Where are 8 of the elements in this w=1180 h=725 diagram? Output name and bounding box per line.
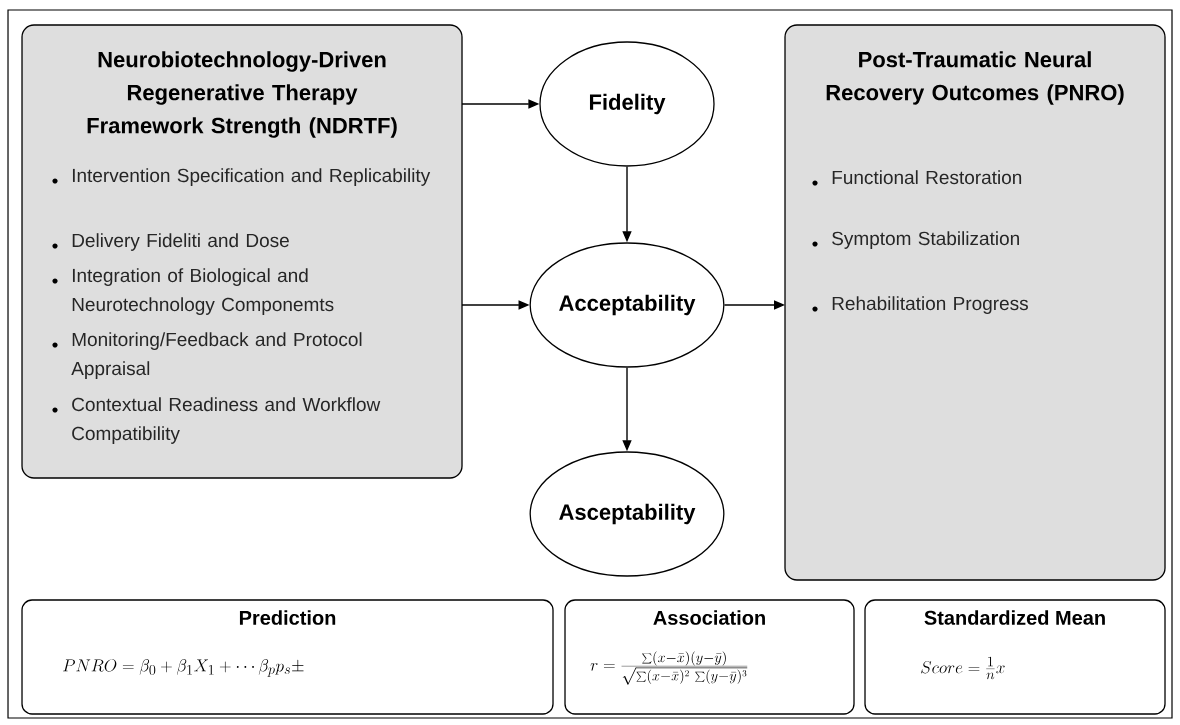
- formula-box: Prediction $PNRO = \beta_0 + \beta_1 X_1 + \cdots \beta_p p_s \pm$: [21, 599, 554, 715]
- formula-box: Standardized Mean $Score = \frac{1}{n}x$: [864, 599, 1166, 715]
- ellipse-node: Fidelity: [539, 41, 715, 167]
- ellipse-node: Acceptability: [529, 242, 725, 368]
- formula-box: Association $r = \frac{\sum(x-\bar{x})(y-\bar{y})}{\sqrt{\sum(x-\bar{x})^2\,\sum(y-\bar{y})^3}}$: [564, 599, 855, 715]
- ellipse-node: Asceptability: [529, 451, 725, 577]
- panel-box: Post-Traumatic Neural Recovery Outcomes (PNRO) Functional Restoration Symptom Stabilization Rehabilitation Progress: [784, 24, 1166, 581]
- panel-box: Neurobiotechnology-Driven Regenerative Therapy Framework Strength (NDRTF) Intervention Specification and Replicability Delivery Fideliti and Dose Integration of Biological and Neurotechnology Componemts Monitoring/Feedback and Protocol Appraisal Contextual Readiness and Workflow Compatibility: [21, 24, 463, 479]
